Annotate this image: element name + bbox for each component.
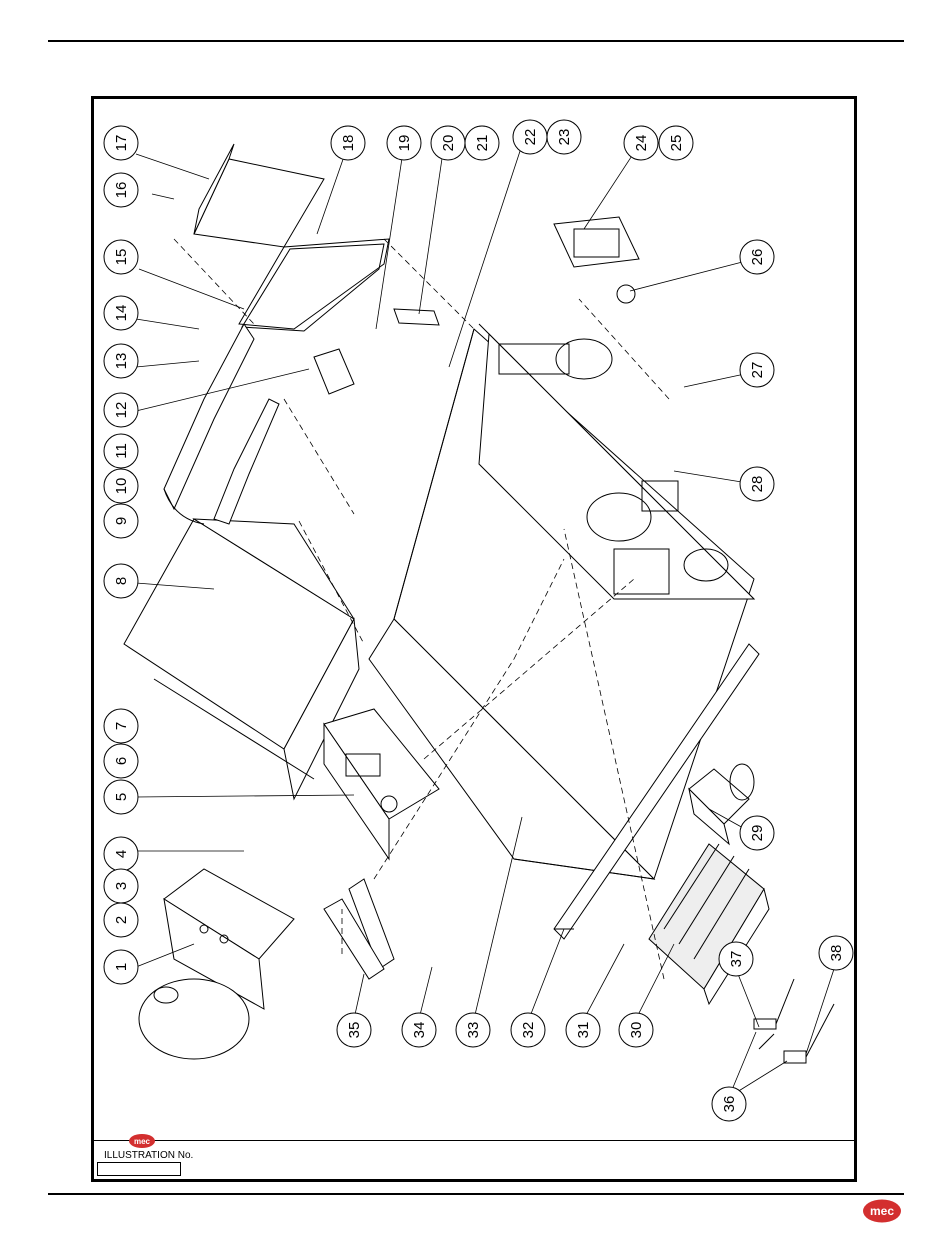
callout-label-27: 27	[749, 362, 766, 379]
sensor-assembly	[754, 979, 834, 1063]
callout-label-28: 28	[749, 476, 766, 493]
illustration-label: ILLUSTRATION No.	[104, 1150, 193, 1161]
callout-label-34: 34	[411, 1022, 428, 1039]
callout-label-21: 21	[474, 135, 491, 152]
callout-label-10: 10	[113, 478, 130, 495]
callout-label-22: 22	[522, 129, 539, 146]
callout-label-7: 7	[113, 722, 130, 730]
exploded-parts-diagram: 17 16 15 14 13 12 11 10 9 8 7 6 5 4 3 2 …	[94, 99, 854, 1139]
callout-label-9: 9	[113, 517, 130, 525]
pump-motor	[139, 869, 294, 1059]
contactor	[314, 349, 354, 394]
callout-label-16: 16	[113, 182, 130, 199]
callout-label-19: 19	[396, 135, 413, 152]
callout-label-20: 20	[440, 135, 457, 152]
callout-label-32: 32	[520, 1022, 537, 1039]
callout-label-35: 35	[346, 1022, 363, 1039]
callout-label-12: 12	[113, 402, 130, 419]
callout-label-38: 38	[828, 945, 845, 962]
top-rule	[48, 40, 904, 42]
callout-label-4: 4	[113, 850, 130, 858]
callout-label-17: 17	[113, 135, 130, 152]
callout-label-36: 36	[721, 1096, 738, 1113]
charger-module	[649, 844, 769, 1004]
callout-label-6: 6	[113, 757, 130, 765]
callout-label-11: 11	[113, 443, 130, 459]
callout-label-37: 37	[728, 951, 745, 968]
callout-label-26: 26	[749, 249, 766, 266]
callout-label-31: 31	[575, 1022, 592, 1039]
bottom-rule	[48, 1193, 904, 1195]
mec-logo-small-text: mec	[134, 1137, 151, 1146]
fuse-block	[394, 309, 439, 325]
callout-label-29: 29	[749, 825, 766, 842]
callout-label-15: 15	[113, 249, 130, 266]
callout-label-18: 18	[340, 135, 357, 152]
callout-label-30: 30	[628, 1022, 645, 1039]
motor-controller	[194, 144, 324, 247]
callout-label-23: 23	[556, 129, 573, 146]
mec-logo-text: mec	[870, 1204, 894, 1218]
key-switch	[617, 285, 635, 303]
mec-logo: mec	[862, 1198, 904, 1224]
callout-label-25: 25	[668, 135, 685, 152]
callout-label-24: 24	[633, 135, 650, 152]
callout-label-2: 2	[113, 916, 130, 924]
callout-label-5: 5	[113, 793, 130, 801]
mounting-bracket	[324, 879, 394, 979]
mec-logo-small: mec	[128, 1133, 156, 1149]
cable-carrier	[164, 324, 279, 524]
illustration-number-box	[97, 1162, 181, 1176]
callout-label-1: 1	[113, 963, 130, 971]
title-block-divider	[94, 1140, 854, 1141]
control-panel-switch	[554, 217, 639, 267]
callout-label-33: 33	[465, 1022, 482, 1039]
callout-label-13: 13	[113, 353, 130, 370]
callout-label-3: 3	[113, 882, 130, 890]
callout-label-14: 14	[113, 305, 130, 322]
mount-plate	[239, 239, 389, 331]
callout-label-8: 8	[113, 577, 130, 585]
